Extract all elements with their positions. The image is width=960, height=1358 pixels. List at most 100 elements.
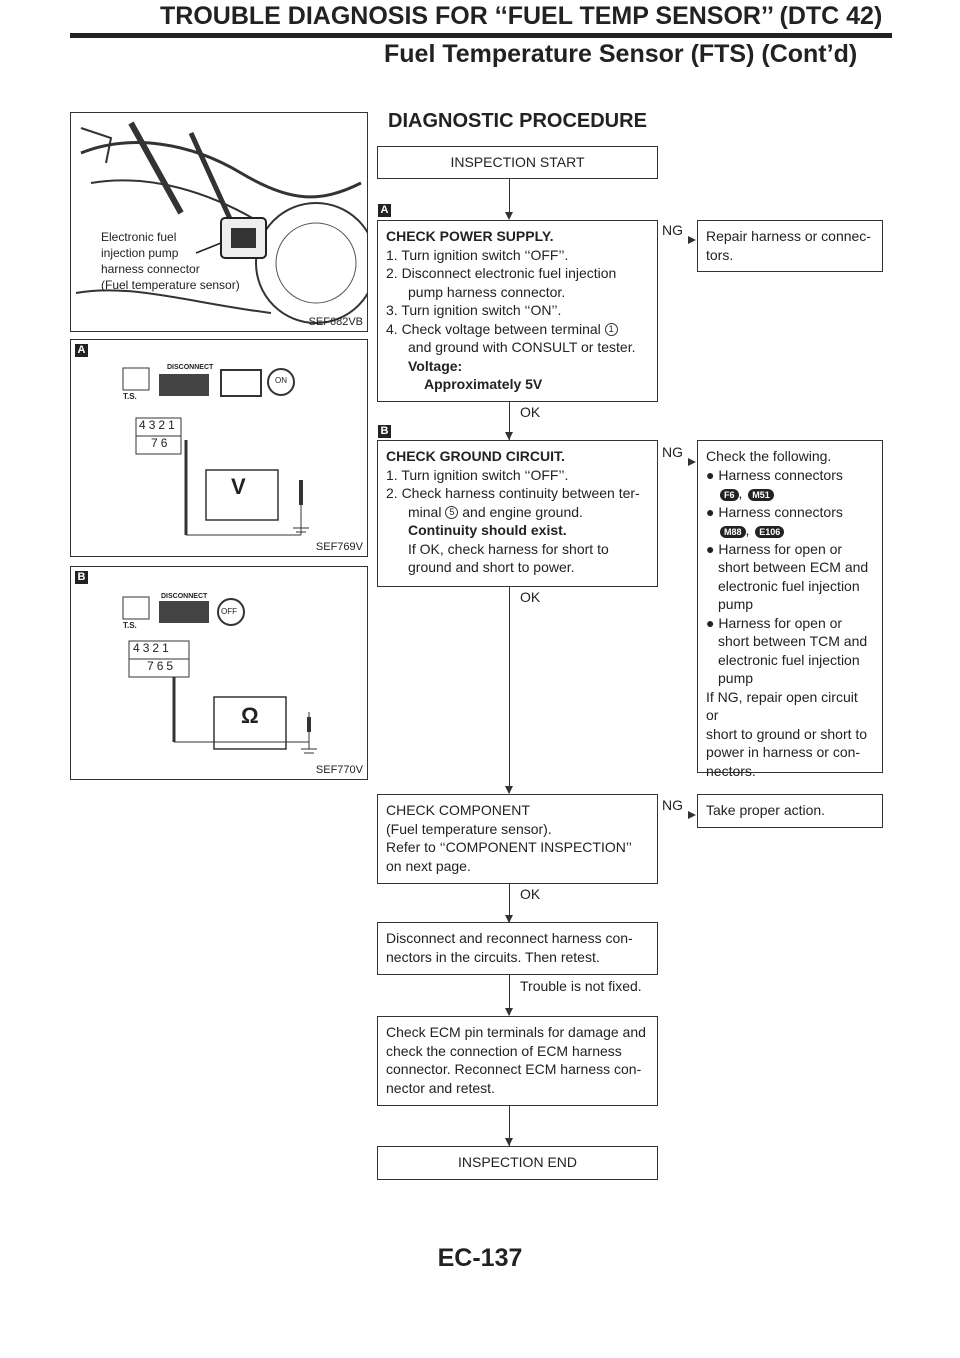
annotation-line: Electronic fuel <box>101 230 177 244</box>
connector-pins-bottom: 76 <box>151 436 170 450</box>
result-label: Trouble is not fixed. <box>520 978 642 994</box>
connector-pins-bottom: 765 <box>147 659 176 673</box>
spec-value: Approximately 5V <box>424 376 543 392</box>
disconnect-label: DISCONNECT <box>167 364 214 371</box>
flow-connector <box>509 179 510 214</box>
step-line: (Fuel temperature sensor). <box>386 820 552 837</box>
step-line: minal 5 and engine ground. <box>386 503 649 522</box>
bullet-item: ● Harness for open or <box>706 540 843 557</box>
spec-label: Voltage: <box>408 357 463 374</box>
pin: 4 <box>139 418 149 432</box>
step-line: and ground with CONSULT or tester. <box>408 339 636 355</box>
step-line: Refer to ‘‘COMPONENT INSPECTION’’ <box>386 839 632 855</box>
step-marker: A <box>378 204 391 217</box>
arrow-down-icon <box>505 1008 513 1016</box>
pin: 3 <box>142 641 153 655</box>
ok-label: OK <box>520 589 541 605</box>
bullet-cont: electronic fuel injection <box>718 651 860 668</box>
step-line: ground and short to power. <box>408 559 575 575</box>
switch-state: ON <box>275 376 287 385</box>
header-title: TROUBLE DIAGNOSIS FOR ‘‘FUEL TEMP SENSOR… <box>160 2 883 30</box>
connector-badge: E106 <box>755 526 785 538</box>
pin: 7 <box>151 436 161 450</box>
step-line: connector. Reconnect ECM harness con- <box>386 1061 642 1077</box>
figure-label: SEF770V <box>315 764 363 776</box>
step-line: nectors in the circuits. Then retest. <box>386 948 600 965</box>
ok-label: OK <box>520 404 541 420</box>
flow-connector <box>509 587 510 793</box>
step-line: 2. Disconnect electronic fuel injection <box>386 265 617 281</box>
pin: 7 <box>147 659 157 673</box>
figure-continuity-check: B T.S. DISCONNECT OFF 4321 765 Ω SEF770V <box>70 566 368 780</box>
action-line: power in harness or con- <box>706 744 861 760</box>
arrow-down-icon <box>505 1138 513 1146</box>
step-line: pump harness connector. <box>408 283 566 300</box>
continuity-check-diagram <box>122 596 317 754</box>
ok-label: OK <box>520 886 541 902</box>
section-title: DIAGNOSTIC PROCEDURE <box>388 110 647 132</box>
terminal-marker: 1 <box>604 323 618 337</box>
step-line: Disconnect and reconnect harness con- <box>386 930 633 946</box>
flow-connector <box>509 1106 510 1146</box>
step-marker: B <box>378 425 391 438</box>
bullet-cont: pump <box>718 670 754 686</box>
bullet-item: ● Harness for open or <box>706 614 843 631</box>
connector-pins-top: 4321 <box>139 418 178 432</box>
annotation-line: (Fuel temperature sensor) <box>101 278 240 292</box>
arrow-right-icon <box>688 458 696 466</box>
meter-symbol: V <box>231 474 246 499</box>
action-line: If NG, repair open circuit or <box>706 688 858 724</box>
step-line: 1. Turn ignition switch ‘‘OFF’’. <box>386 246 569 263</box>
voltage-check-diagram <box>122 367 309 536</box>
action-title: Check the following. <box>706 448 832 464</box>
meter-symbol: Ω <box>241 703 259 728</box>
figure-annotation: Electronic fuel injection pump harness c… <box>101 229 240 293</box>
harness-photo-illustration <box>71 113 377 331</box>
flow-connector <box>509 402 510 440</box>
flow-connector <box>509 884 510 922</box>
arrow-down-icon <box>505 786 513 794</box>
action-line: nectors. <box>706 762 756 779</box>
flow-connector <box>509 975 510 1015</box>
action-line: Repair harness or connec- <box>706 228 871 244</box>
bullet-cont: pump <box>718 596 754 612</box>
ng-label: NG <box>662 222 683 238</box>
step-line: CHECK COMPONENT <box>386 802 530 818</box>
pin: 1 <box>168 418 178 432</box>
flow-step-power-supply: CHECK POWER SUPPLY. 1. Turn ignition swi… <box>377 220 658 402</box>
bullet-cont: electronic fuel injection <box>718 577 860 594</box>
spec-value: Continuity should exist. <box>408 522 567 538</box>
page-number: EC-137 <box>437 1244 523 1272</box>
bullet-item: ● Harness connectors <box>706 503 843 520</box>
flow-end: INSPECTION END <box>377 1146 658 1180</box>
pin: 6 <box>156 659 167 673</box>
step-marker: B <box>75 571 88 584</box>
connector-badge: M51 <box>748 489 774 501</box>
pin: 2 <box>158 418 169 432</box>
step-line: on next page. <box>386 857 471 874</box>
step-line: check the connection of ECM harness <box>386 1042 622 1059</box>
step-text: 4. Check voltage between terminal <box>386 320 601 337</box>
pin: 5 <box>166 659 177 673</box>
flow-step-ground-circuit: CHECK GROUND CIRCUIT. 1. Turn ignition s… <box>377 440 658 587</box>
action-line: tors. <box>706 246 734 263</box>
pin: 3 <box>148 418 159 432</box>
annotation-line: injection pump <box>101 246 179 260</box>
bullet-text: Harness for open or <box>718 540 843 557</box>
flow-step-check-component: CHECK COMPONENT (Fuel temperature sensor… <box>377 794 658 884</box>
ts-label: T.S. <box>123 621 137 630</box>
ng-label: NG <box>662 797 683 813</box>
header-rule <box>70 33 892 38</box>
bullet-item: ● Harness connectors <box>706 466 843 483</box>
flow-step-reconnect: Disconnect and reconnect harness con- ne… <box>377 922 658 975</box>
bullet-cont: short between ECM and <box>718 559 869 575</box>
step-marker: A <box>75 344 88 357</box>
pin: 2 <box>152 641 163 655</box>
action-line: short to ground or short to <box>706 725 868 742</box>
bullet-text: Harness for open or <box>718 614 843 631</box>
flow-step-check-ecm: Check ECM pin terminals for damage and c… <box>377 1016 658 1106</box>
connector-badge: F6 <box>720 489 739 501</box>
step-line: 4. Check voltage between terminal 1 <box>386 320 649 339</box>
bullet-text: Harness connectors <box>718 503 843 520</box>
ts-label: T.S. <box>123 392 137 401</box>
